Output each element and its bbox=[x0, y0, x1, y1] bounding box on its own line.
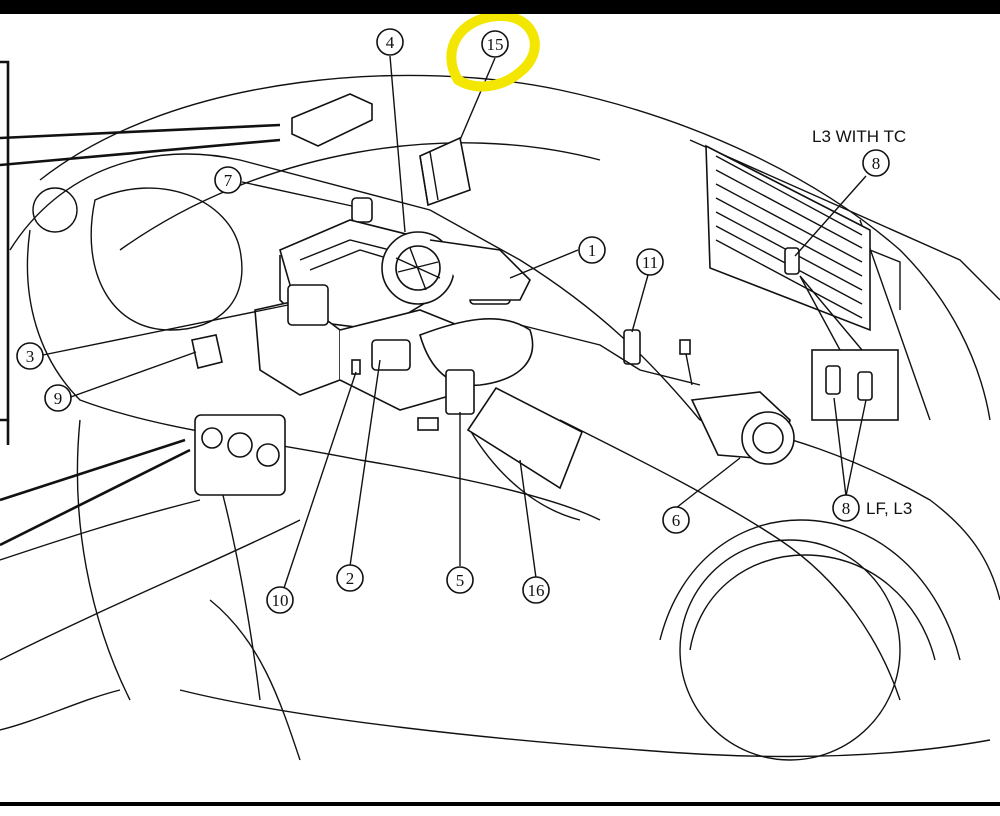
callout-11-label: 11 bbox=[642, 253, 658, 272]
callout-10-label: 10 bbox=[272, 591, 289, 610]
part-5-module bbox=[445, 369, 475, 415]
label-lf-l3: LF, L3 bbox=[866, 499, 912, 518]
callout-2: 2 bbox=[336, 564, 364, 592]
callout-7-label: 7 bbox=[224, 171, 233, 190]
inset-lf-l3 bbox=[811, 349, 899, 421]
leader-lines bbox=[37, 55, 867, 589]
highlight-circle bbox=[446, 10, 540, 92]
bottom-border bbox=[0, 802, 1000, 806]
callout-5-label: 5 bbox=[456, 571, 465, 590]
callout-15: 15 bbox=[481, 30, 509, 58]
cabin-filter-cover bbox=[291, 93, 373, 147]
callout-1-label: 1 bbox=[588, 241, 597, 260]
callout-7: 7 bbox=[214, 166, 242, 194]
part-9-sensor bbox=[191, 334, 223, 369]
small-connector bbox=[679, 339, 691, 355]
part-10-sensor bbox=[351, 359, 361, 375]
part-6-actuator bbox=[690, 391, 795, 465]
callout-6-label: 6 bbox=[672, 511, 681, 530]
callout-3-label: 3 bbox=[26, 347, 35, 366]
callout-8-bottom-label: 8 bbox=[842, 499, 851, 518]
callout-5: 5 bbox=[446, 566, 474, 594]
callout-9: 9 bbox=[44, 384, 72, 412]
callout-16: 16 bbox=[522, 576, 550, 604]
vehicle-body-outline bbox=[0, 60, 1000, 761]
callout-4-label: 4 bbox=[386, 33, 395, 52]
condenser bbox=[705, 144, 901, 332]
label-l3-with-tc: L3 WITH TC bbox=[812, 127, 906, 146]
callout-10: 10 bbox=[266, 586, 294, 614]
part-7-sensor bbox=[351, 197, 373, 223]
callout-15-label: 15 bbox=[487, 35, 504, 54]
callout-8-top: 8 bbox=[862, 149, 890, 177]
callout-4: 4 bbox=[376, 28, 404, 56]
callout-8-top-label: 8 bbox=[872, 154, 881, 173]
callout-8-bottom: 8 bbox=[832, 494, 860, 522]
part-16-panel bbox=[466, 386, 584, 490]
callout-9-label: 9 bbox=[54, 389, 63, 408]
connector bbox=[417, 417, 439, 431]
heater-blower-unit bbox=[254, 219, 534, 411]
callout-1: 1 bbox=[578, 236, 606, 264]
cabin-air-filter bbox=[419, 136, 471, 207]
callout-11: 11 bbox=[636, 248, 664, 276]
part-11-pressure-switch bbox=[623, 329, 641, 365]
part-8-pressure-switch bbox=[784, 247, 800, 275]
callout-2-label: 2 bbox=[346, 569, 355, 588]
callout-6: 6 bbox=[662, 506, 690, 534]
callout-16-label: 16 bbox=[528, 581, 545, 600]
callout-3: 3 bbox=[16, 342, 44, 370]
top-border bbox=[0, 0, 1000, 14]
